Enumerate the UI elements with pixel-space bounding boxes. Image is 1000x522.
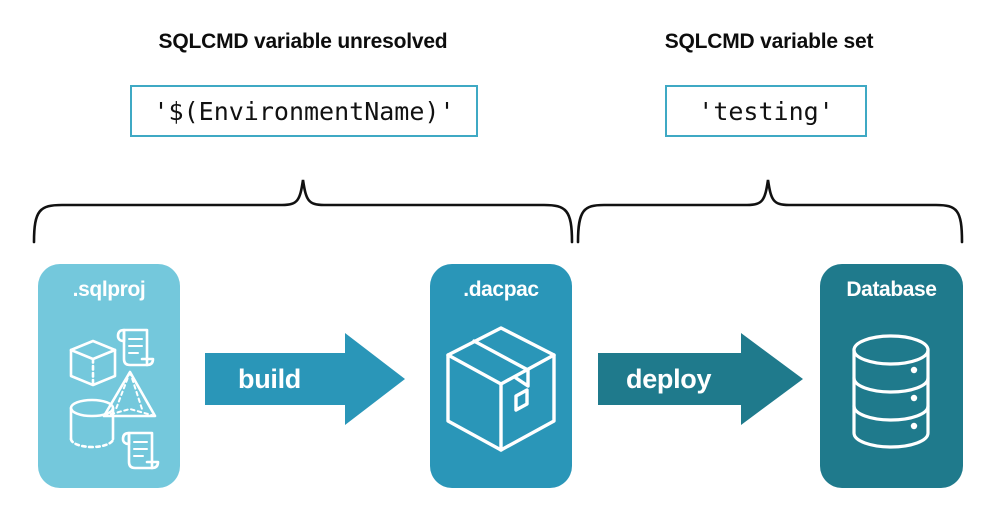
database-artwork [820, 308, 963, 493]
heading-sqlcmd-variable-set: SQLCMD variable set [664, 30, 874, 53]
stage-box-database[interactable]: Database [820, 264, 963, 488]
value-box-environment-name: '$(EnvironmentName)' [130, 85, 478, 137]
arrow-build-icon [205, 333, 405, 425]
brace-right-icon [576, 179, 964, 244]
stage-box-sqlproj[interactable]: .sqlproj [38, 264, 180, 488]
value-box-testing: 'testing' [665, 85, 867, 137]
heading-sqlcmd-variable-unresolved: SQLCMD variable unresolved [158, 30, 448, 53]
script-scroll-icon [116, 328, 155, 367]
cube-icon [69, 339, 117, 387]
arrow-build: build [205, 333, 405, 425]
brace-group [32, 179, 964, 244]
stage-label-database: Database [846, 278, 937, 301]
database-cylinder-icon [852, 334, 930, 449]
stage-box-dacpac[interactable]: .dacpac [430, 264, 572, 488]
arrow-build-label: build [238, 363, 301, 394]
sqlproj-artwork [38, 308, 180, 493]
stage-label-dacpac: .dacpac [463, 278, 539, 301]
arrow-deploy-label: deploy [626, 363, 712, 394]
script-scroll-icon [121, 431, 160, 470]
stage-label-sqlproj: .sqlproj [72, 278, 146, 301]
arrow-deploy: deploy [598, 333, 803, 425]
cylinder-icon [69, 398, 115, 449]
dacpac-artwork [430, 308, 572, 493]
arrow-deploy-icon [598, 333, 803, 425]
brace-left-icon [32, 179, 574, 244]
package-box-icon [446, 326, 556, 452]
